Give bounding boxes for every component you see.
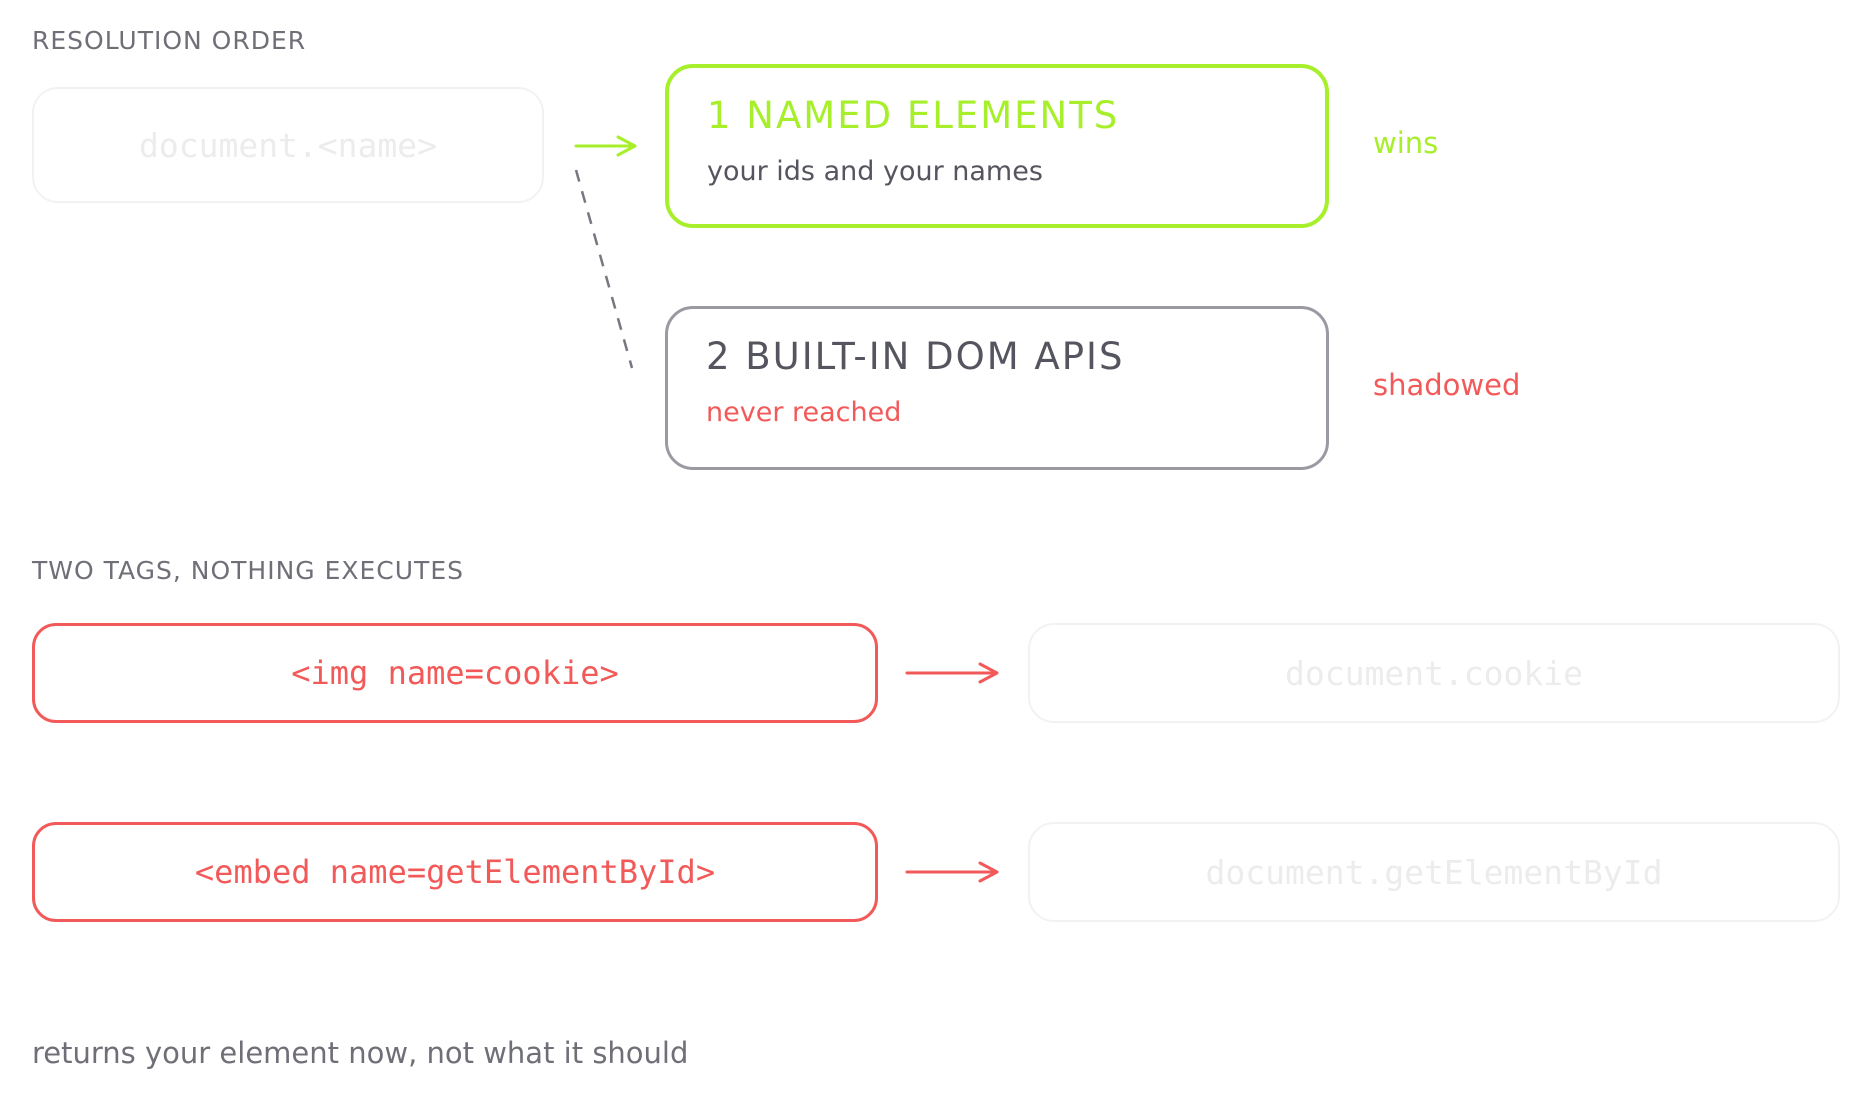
img-tag-box: <img name=cookie> bbox=[32, 623, 878, 723]
arrow-to-named-elements bbox=[574, 135, 637, 157]
named-elements-box: 1 NAMED ELEMENTS your ids and your names bbox=[665, 64, 1329, 228]
dashed-connector-to-builtin bbox=[574, 169, 634, 369]
document-getelementbyid-box: document.getElementById bbox=[1028, 822, 1840, 922]
two-tags-label: TWO TAGS, NOTHING EXECUTES bbox=[32, 556, 464, 585]
caption: returns your element now, not what it sh… bbox=[32, 1036, 689, 1070]
arrow-embed-to-getelementbyid bbox=[905, 861, 999, 883]
builtin-dom-apis-box: 2 BUILT-IN DOM APIS never reached bbox=[665, 306, 1329, 470]
document-getelementbyid-text: document.getElementById bbox=[1205, 852, 1663, 892]
builtin-dom-apis-subtitle: never reached bbox=[706, 397, 902, 428]
builtin-dom-apis-title: 2 BUILT-IN DOM APIS bbox=[706, 335, 1125, 378]
shadowed-label: shadowed bbox=[1373, 368, 1521, 402]
wins-label: wins bbox=[1373, 126, 1439, 160]
embed-tag-box: <embed name=getElementById> bbox=[32, 822, 878, 922]
resolution-order-label: RESOLUTION ORDER bbox=[32, 26, 307, 55]
img-tag-text: <img name=cookie> bbox=[291, 654, 619, 692]
named-elements-subtitle: your ids and your names bbox=[707, 156, 1043, 187]
document-cookie-text: document.cookie bbox=[1284, 653, 1583, 693]
arrow-img-to-cookie bbox=[905, 662, 999, 684]
document-name-source-text: document.<name> bbox=[138, 125, 437, 165]
document-cookie-box: document.cookie bbox=[1028, 623, 1840, 723]
document-name-source-box: document.<name> bbox=[32, 87, 544, 203]
named-elements-title: 1 NAMED ELEMENTS bbox=[707, 94, 1120, 137]
embed-tag-text: <embed name=getElementById> bbox=[194, 853, 716, 891]
